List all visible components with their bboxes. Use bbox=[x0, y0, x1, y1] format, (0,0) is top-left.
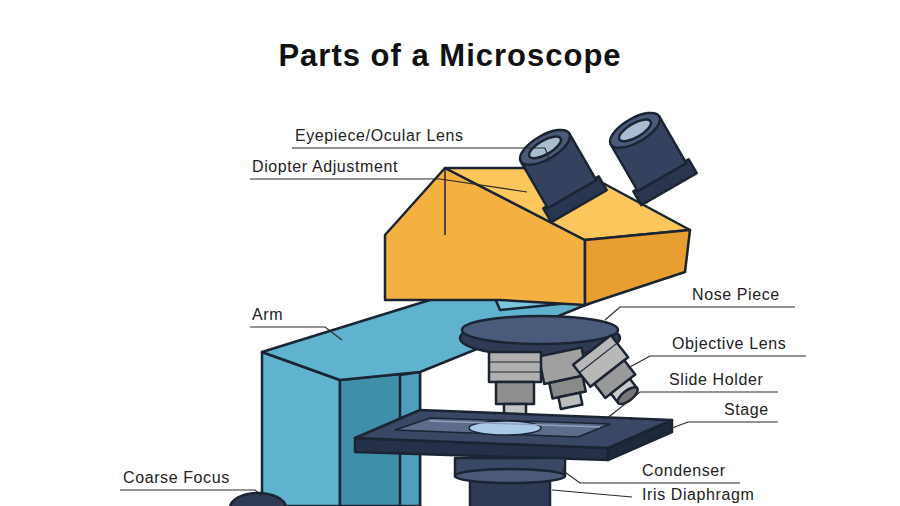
eyepiece-rim bbox=[515, 123, 575, 172]
leader-lines bbox=[120, 148, 806, 497]
part-label: Iris Diaphragm bbox=[642, 486, 754, 504]
head-side bbox=[585, 230, 690, 305]
part-label: Objective Lens bbox=[672, 335, 786, 353]
objective-right bbox=[573, 335, 650, 414]
label-anchor: Objective Lens bbox=[672, 335, 786, 353]
objective-stripe bbox=[579, 343, 617, 373]
leader-line bbox=[605, 392, 778, 420]
part-label: Nose Piece bbox=[692, 286, 780, 304]
leader-line bbox=[120, 490, 262, 496]
objective-ring bbox=[496, 382, 534, 404]
diagram-title: Parts of a Microscope bbox=[0, 38, 900, 74]
label-anchor: Slide Holder bbox=[669, 371, 763, 389]
label-anchor: Coarse Focus bbox=[123, 469, 230, 487]
slide-glass bbox=[395, 418, 610, 437]
microscope-body bbox=[230, 104, 697, 506]
objective-stripe bbox=[489, 371, 541, 372]
objective-lens-end bbox=[615, 384, 640, 407]
eyepiece-glass bbox=[616, 115, 654, 145]
coarse-focus-knob bbox=[230, 493, 286, 506]
label-anchor: Arm bbox=[252, 306, 283, 324]
slide-holder-clip bbox=[430, 421, 600, 427]
title-anchor: Parts of a Microscope bbox=[0, 38, 900, 74]
stage-top bbox=[355, 410, 672, 448]
condenser-rim bbox=[455, 469, 565, 483]
head-edge bbox=[444, 168, 446, 235]
part-label: Coarse Focus bbox=[123, 469, 230, 487]
label-anchor: Condenser bbox=[642, 462, 726, 480]
part-label: Stage bbox=[724, 401, 769, 419]
leader-line bbox=[628, 356, 806, 368]
part-label: Arm bbox=[252, 306, 283, 324]
eyepiece-rim bbox=[605, 106, 665, 155]
leader-line bbox=[552, 490, 632, 497]
leader-line bbox=[250, 327, 342, 340]
eyepiece-left bbox=[511, 121, 606, 222]
label-anchor: Iris Diaphragm bbox=[642, 486, 754, 504]
label-anchor: Nose Piece bbox=[692, 286, 780, 304]
part-label: Eyepiece/Ocular Lens bbox=[295, 127, 464, 145]
objective-front bbox=[489, 352, 541, 422]
part-label: Condenser bbox=[642, 462, 726, 480]
label-anchor: Stage bbox=[724, 401, 769, 419]
leader-line bbox=[605, 307, 795, 320]
objective-body bbox=[489, 352, 541, 382]
label-anchor: Eyepiece/Ocular Lens bbox=[295, 127, 464, 145]
leader-line bbox=[672, 422, 778, 428]
objective-stripe bbox=[489, 361, 541, 362]
objective-tip bbox=[558, 393, 582, 409]
part-label: Slide Holder bbox=[669, 371, 763, 389]
leader-line bbox=[250, 179, 527, 192]
nosepiece-top bbox=[462, 316, 618, 344]
eyepiece-right bbox=[601, 104, 696, 205]
part-label: Diopter Adjustment bbox=[252, 158, 398, 176]
eyepiece-glass bbox=[526, 132, 564, 162]
label-anchor: Diopter Adjustment bbox=[252, 158, 398, 176]
